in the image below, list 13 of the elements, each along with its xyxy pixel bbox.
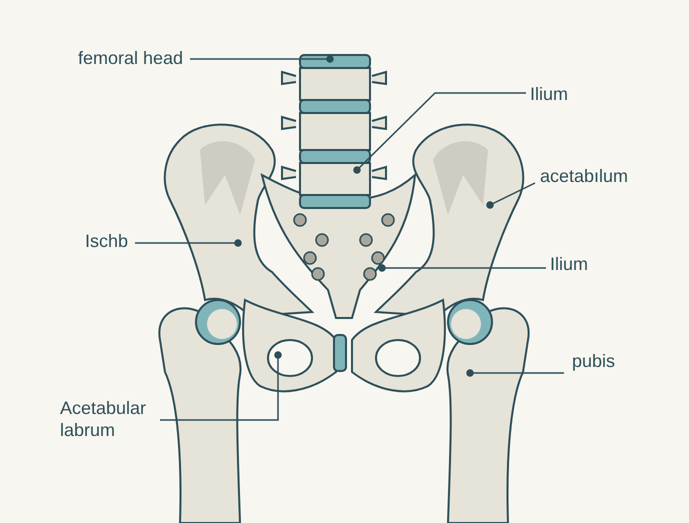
leader-line	[353, 92, 526, 174]
part-label: pubis	[572, 350, 616, 372]
leader-line	[466, 369, 564, 377]
part-label: femoral head	[78, 47, 184, 69]
leader-line	[190, 55, 334, 63]
leader-line	[486, 182, 536, 209]
part-label: Acetabular labrum	[60, 397, 170, 441]
leader-line	[378, 264, 546, 272]
leader-line	[135, 239, 242, 247]
part-label: Ischb	[85, 230, 128, 252]
part-label: acetabılum	[540, 165, 628, 187]
part-label: Ilium	[550, 253, 588, 275]
part-label: Ilium	[530, 83, 568, 105]
